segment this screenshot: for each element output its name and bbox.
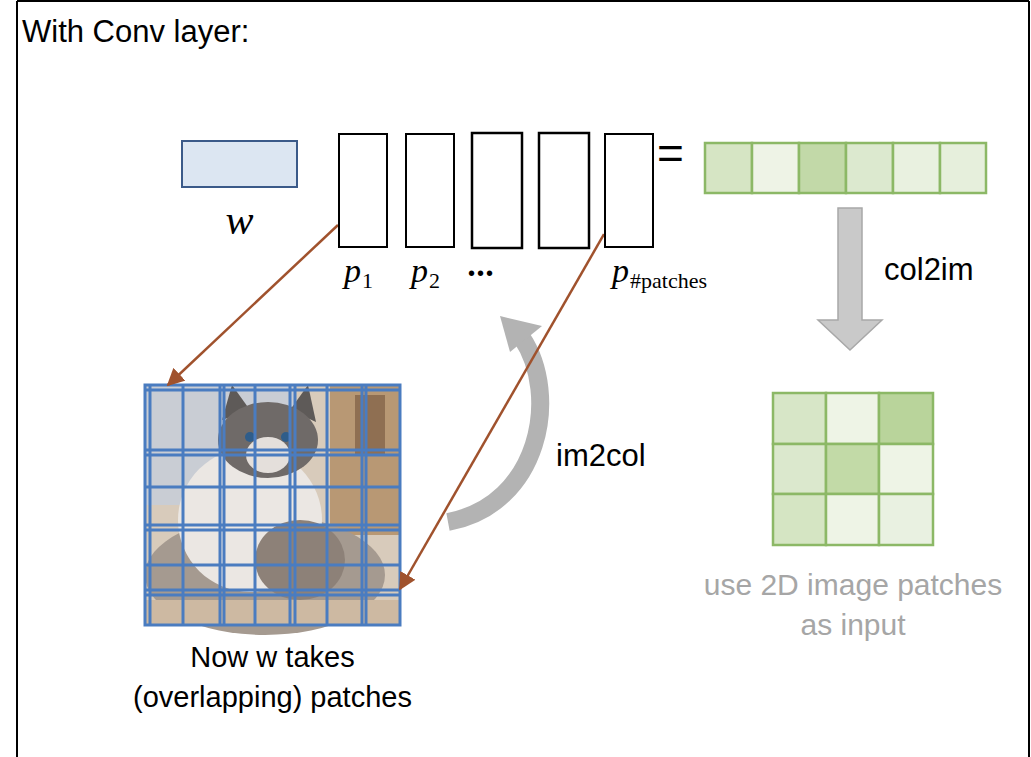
patch-column: p#patches [604, 133, 654, 248]
patch-column: p1 [338, 133, 388, 248]
col2im-arrow [818, 208, 882, 350]
patch-letter: p [612, 252, 629, 289]
grid-caption: use 2D image patches as input [703, 565, 1003, 645]
operation-label: col2im [884, 252, 974, 288]
image-region: Now w takes (overlapping) patches [145, 385, 400, 625]
output-grid-region: use 2D image patches as input [773, 393, 933, 545]
patch-column [539, 133, 589, 248]
diagram-title: With Conv layer: [22, 14, 249, 50]
patch-label: p1 [344, 252, 373, 294]
equals-sign: = [657, 126, 684, 180]
ellipsis: ••• [468, 262, 495, 285]
frame-line [1028, 1, 1030, 757]
output-row [705, 143, 986, 193]
pointer-arrow [400, 234, 604, 589]
cat-photo [145, 385, 400, 635]
patch-letter: p [411, 252, 428, 289]
pointer-arrow [168, 225, 338, 385]
operation-label: im2col [556, 438, 646, 474]
frame-line [17, 0, 1029, 2]
patch-column: p2 [405, 133, 455, 248]
weight-label: w [225, 196, 253, 244]
patch-letter: p [344, 252, 361, 289]
patch-label: p#patches [612, 252, 707, 294]
patch-label: p2 [411, 252, 440, 294]
image-caption: Now w takes (overlapping) patches [123, 637, 423, 717]
patch-index: 2 [429, 268, 440, 293]
patch-index: #patches [630, 268, 707, 293]
weight-box: w [181, 140, 298, 188]
patch-column [472, 133, 522, 248]
frame-line [16, 1, 18, 757]
patch-index: 1 [362, 268, 373, 293]
patch-grid [145, 385, 400, 625]
im2col-arrow [448, 338, 540, 522]
output-grid [773, 393, 933, 545]
im2col-arrow-head [500, 316, 542, 352]
